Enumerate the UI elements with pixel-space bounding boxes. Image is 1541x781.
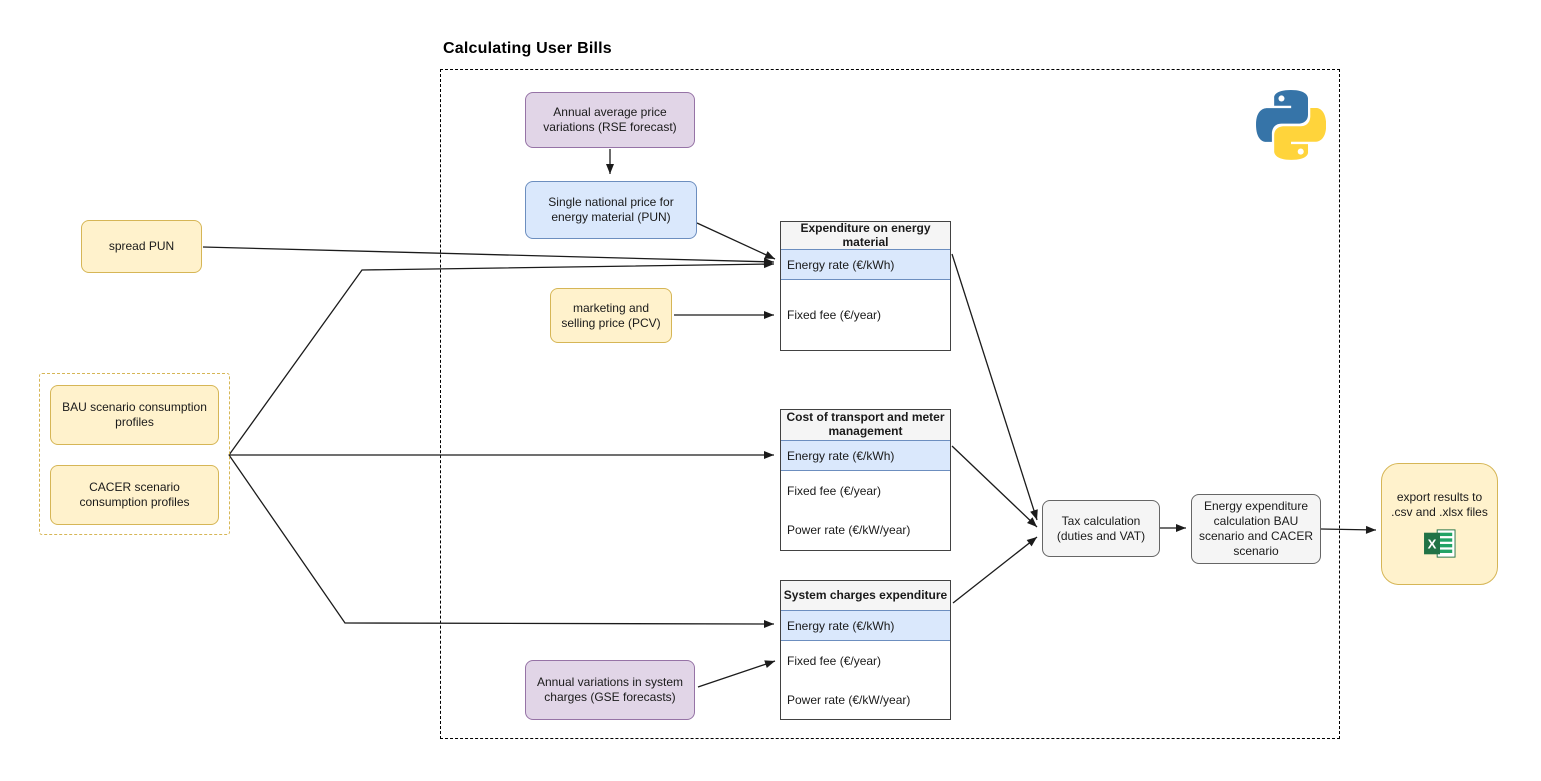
table-header: System charges expenditure <box>781 581 950 611</box>
node-bau-profiles: BAU scenario consumption profiles <box>50 385 219 445</box>
python-logo-icon <box>1256 90 1326 160</box>
arrow-gse-to-system-fixed-fee <box>697 660 776 688</box>
table-expenditure-energy-material: Expenditure on energy material Energy ra… <box>780 221 951 351</box>
table-row-power-rate: Power rate (€/kW/year) <box>787 523 911 538</box>
table-row-energy-rate: Energy rate (€/kWh) <box>781 440 950 471</box>
arrow-profiles-to-expenditure-energy-rate <box>228 260 775 456</box>
arrow-pun-to-energy-rate <box>696 222 776 260</box>
table-row-fixed-fee: Fixed fee (€/year) <box>787 308 882 322</box>
node-pcv: marketing and selling price (PCV) <box>550 288 672 343</box>
table-row-fixed-fee: Fixed fee (€/year) <box>787 483 882 498</box>
svg-text:X: X <box>1427 536 1436 551</box>
table-header: Cost of transport and meter management <box>781 410 950 441</box>
node-spread-pun: spread PUN <box>81 220 202 273</box>
table-row-power-rate: Power rate (€/kW/year) <box>787 692 911 707</box>
node-gse-forecasts-label: Annual variations in system charges (GSE… <box>536 675 684 704</box>
arrow-energy-expenditure-to-export <box>1320 525 1377 534</box>
node-rse-forecast: Annual average price variations (RSE for… <box>525 92 695 148</box>
table-row-energy-rate: Energy rate (€/kWh) <box>781 610 950 641</box>
node-export-results: export results to .csv and .xlsx files X <box>1381 463 1498 585</box>
node-export-results-label: export results to .csv and .xlsx files <box>1391 489 1488 519</box>
node-cacer-profiles: CACER scenario consumption profiles <box>50 465 219 525</box>
excel-spreadsheet-icon: X <box>1423 528 1455 558</box>
node-pcv-label: marketing and selling price (PCV) <box>561 300 661 330</box>
python-process-boundary <box>440 69 1340 739</box>
arrow-profiles-to-system-energy-rate <box>228 454 775 628</box>
arrow-system-to-tax <box>952 536 1038 604</box>
node-cacer-profiles-label: CACER scenario consumption profiles <box>79 480 190 509</box>
arrow-expenditure-to-tax <box>951 253 1038 521</box>
consumption-profiles-group <box>39 373 230 535</box>
node-rse-forecast-label: Annual average price variations (RSE for… <box>543 105 677 134</box>
node-pun: Single national price for energy materia… <box>525 181 697 239</box>
table-row-energy-rate: Energy rate (€/kWh) <box>781 249 950 280</box>
table-system-charges-expenditure: System charges expenditure Energy rate (… <box>780 580 951 720</box>
node-bau-profiles-label: BAU scenario consumption profiles <box>62 400 207 429</box>
node-pun-label: Single national price for energy materia… <box>548 195 674 224</box>
node-tax-calculation-label: Tax calculation (duties and VAT) <box>1056 513 1146 543</box>
table-transport-meter-management: Cost of transport and meter management E… <box>780 409 951 551</box>
page-title: Calculating User Bills <box>443 40 612 57</box>
node-energy-expenditure-calculation: Energy expenditure calculation BAU scena… <box>1191 494 1321 564</box>
table-header: Expenditure on energy material <box>781 221 950 250</box>
arrow-spread-pun-to-energy-rate <box>202 246 775 266</box>
node-tax-calculation: Tax calculation (duties and VAT) <box>1042 500 1160 557</box>
arrow-transport-to-tax <box>951 445 1038 528</box>
node-energy-expenditure-label: Energy expenditure calculation BAU scena… <box>1198 499 1314 558</box>
node-spread-pun-label: spread PUN <box>108 239 175 253</box>
node-gse-forecasts: Annual variations in system charges (GSE… <box>525 660 695 720</box>
table-row-fixed-fee: Fixed fee (€/year) <box>787 653 882 668</box>
